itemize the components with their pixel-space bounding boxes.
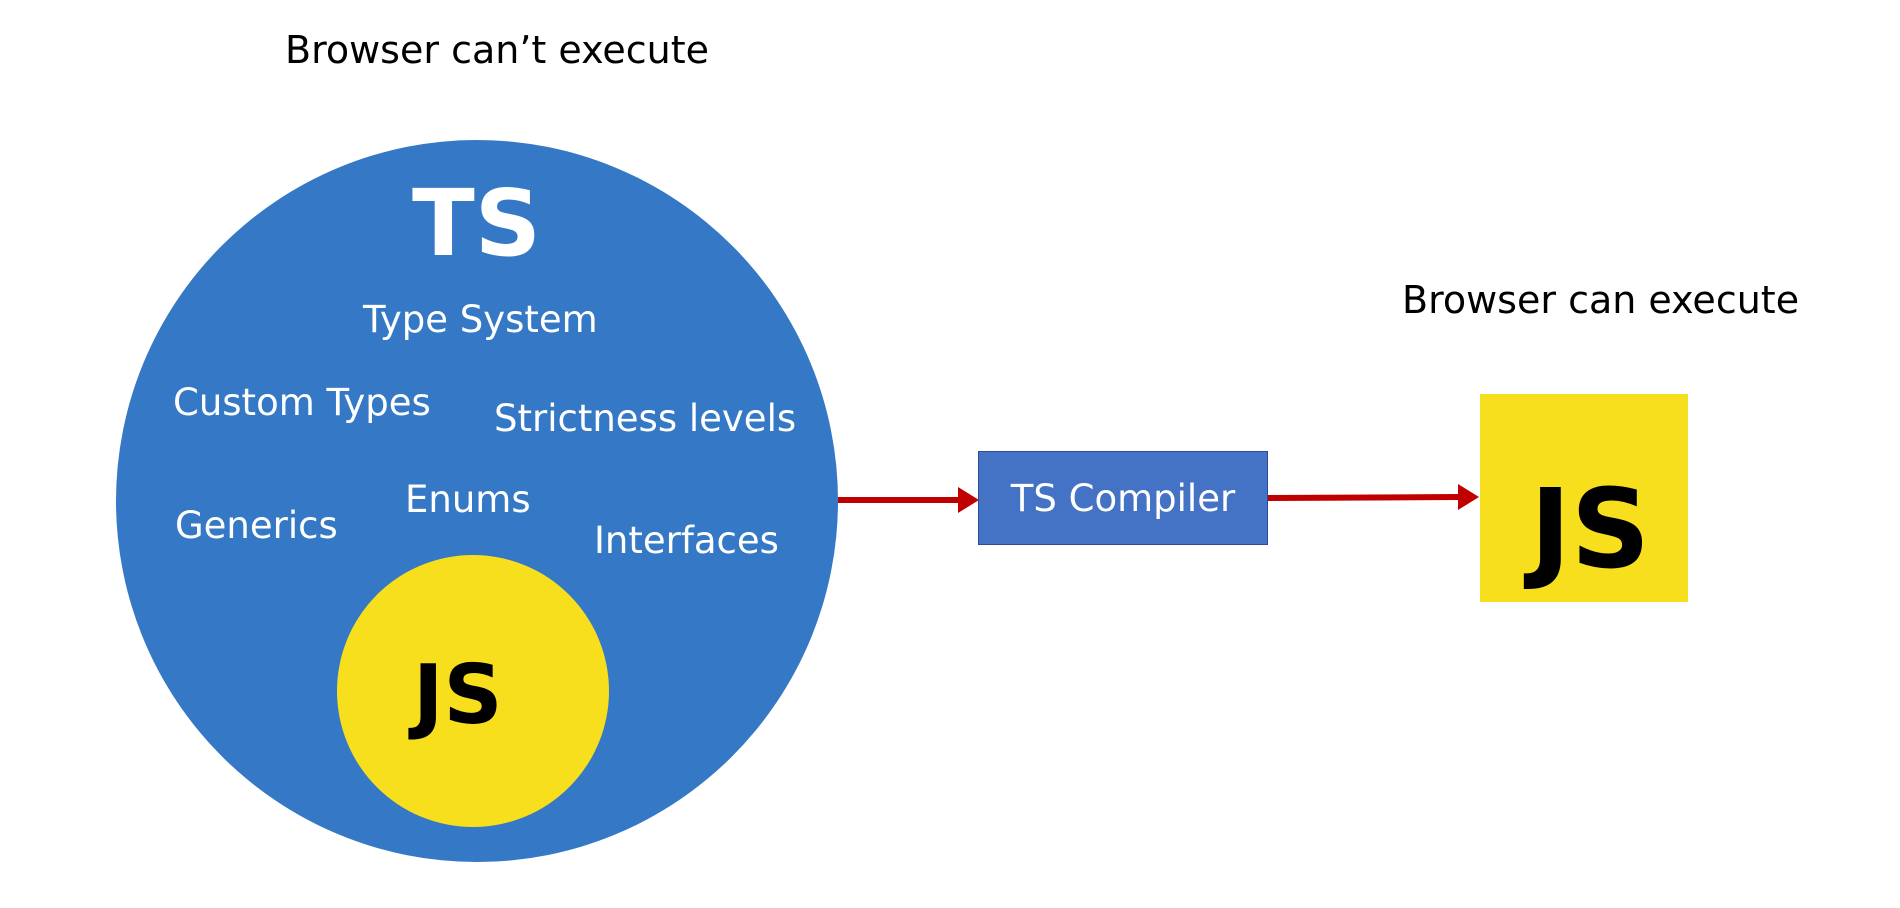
feature-strictness-levels: Strictness levels <box>494 397 797 440</box>
js-output-label: JS <box>1530 465 1651 593</box>
ts-compiler-label: TS Compiler <box>1010 476 1236 520</box>
ts-title: TS <box>412 170 542 277</box>
feature-generics: Generics <box>175 504 338 547</box>
right-caption: Browser can execute <box>1402 278 1800 322</box>
ts-compiler-box: TS Compiler <box>978 451 1268 545</box>
arrow-ts-to-compiler <box>838 487 979 513</box>
feature-custom-types: Custom Types <box>173 381 431 424</box>
feature-interfaces: Interfaces <box>594 519 779 562</box>
left-caption: Browser can’t execute <box>285 28 710 72</box>
js-inner-label: JS <box>413 648 503 743</box>
javascript-output-square <box>1480 394 1688 602</box>
javascript-inner-circle <box>337 555 609 827</box>
feature-type-system: Type System <box>363 298 598 341</box>
feature-enums: Enums <box>405 478 531 521</box>
arrow-compiler-to-js <box>1267 484 1479 510</box>
